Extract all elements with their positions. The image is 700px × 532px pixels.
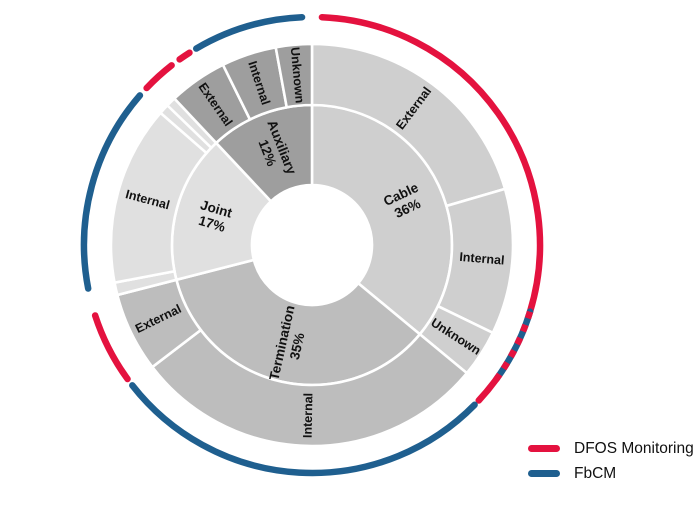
indicator-arc-dfos-7 (143, 62, 175, 92)
outer-segment-unknown[interactable] (274, 42, 314, 109)
inner-ring-group (170, 103, 454, 387)
indicator-arc-fbcm-9 (193, 13, 306, 52)
indicator-arc-dfos-0 (318, 13, 544, 315)
outer-ring-group (109, 42, 515, 448)
indicator-arc-fbcm-1 (493, 308, 534, 383)
indicator-arc-dfos-3 (475, 375, 500, 404)
legend-item-dfos[interactable]: DFOS Monitoring (528, 436, 698, 461)
outer-segment-internal[interactable] (150, 328, 469, 448)
legend-label-dfos: DFOS Monitoring (574, 439, 694, 457)
legend-swatch-dfos (528, 445, 560, 452)
indicator-arcs-group (80, 13, 544, 477)
indicator-arc-fbcm-6 (80, 92, 144, 292)
indicator-arc-dfos-2 (493, 310, 534, 381)
legend-swatch-fbcm (528, 470, 560, 477)
indicator-arc-fbcm-4 (129, 382, 478, 477)
legend-item-fbcm[interactable]: FbCM (528, 461, 698, 486)
legend-label-fbcm: FbCM (574, 464, 617, 482)
indicator-arc-dfos-5 (91, 312, 131, 383)
chart-legend: DFOS Monitoring FbCM (528, 436, 698, 486)
indicator-arc-dfos-8 (176, 49, 193, 63)
